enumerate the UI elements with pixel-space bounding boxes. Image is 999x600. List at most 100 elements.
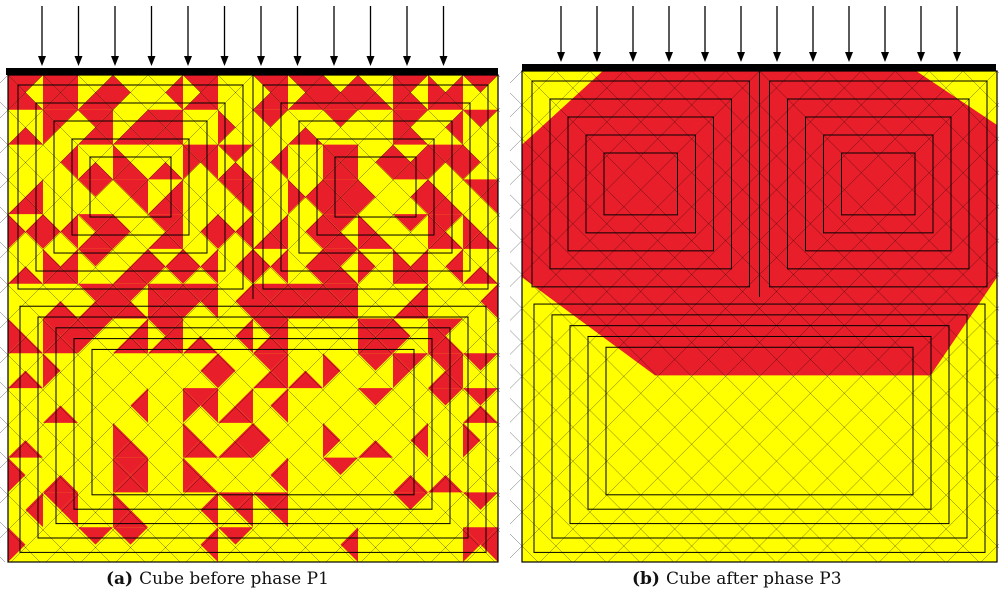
material-element <box>78 318 96 354</box>
material-element <box>148 318 183 336</box>
material-element <box>253 283 271 319</box>
material-element <box>270 492 288 528</box>
material-element <box>43 109 61 145</box>
material-element <box>410 179 428 215</box>
material-element <box>165 318 183 354</box>
material-element <box>113 127 148 145</box>
material-element <box>183 388 201 423</box>
material-element <box>60 248 78 284</box>
material-element <box>340 179 358 215</box>
mesh-line <box>77 74 566 563</box>
material-element <box>393 353 411 389</box>
mesh-line <box>0 276 286 563</box>
arrow-head <box>953 52 961 62</box>
material-element <box>8 214 26 249</box>
material-element <box>288 370 323 389</box>
material-element <box>375 318 393 354</box>
material-element <box>95 283 113 319</box>
material-element <box>288 127 323 145</box>
material-element <box>323 457 358 476</box>
material-element <box>323 214 358 232</box>
material-element <box>323 196 358 215</box>
mesh-frame <box>334 156 417 218</box>
material-element <box>323 422 341 458</box>
material-element <box>148 196 183 215</box>
material-element <box>323 231 358 249</box>
material-element <box>253 231 288 249</box>
material-element <box>463 144 481 180</box>
material-element <box>393 127 428 145</box>
material-element <box>130 457 148 493</box>
arrow-head <box>665 52 673 62</box>
material-element <box>393 353 428 371</box>
mesh-line <box>453 70 946 563</box>
material-element <box>200 283 218 319</box>
material-element <box>95 75 113 110</box>
panel-after-p3 <box>0 0 999 565</box>
mesh-line <box>0 241 321 563</box>
material-element <box>8 196 43 215</box>
mesh-frame <box>567 116 714 252</box>
material-element <box>393 248 411 284</box>
material-element <box>25 492 43 528</box>
material-element <box>253 318 288 336</box>
material-element <box>8 127 43 145</box>
mesh-frame <box>71 138 190 236</box>
material-element <box>183 475 218 493</box>
material-element <box>200 527 218 562</box>
material-element <box>253 422 271 458</box>
mesh-line <box>641 204 999 563</box>
material-element <box>113 457 148 476</box>
material-element <box>148 283 183 302</box>
material-element <box>463 179 498 197</box>
material-element <box>148 248 166 284</box>
material-element <box>113 283 148 302</box>
material-element <box>323 75 341 110</box>
caption-a: (a)Cube before phase P1 <box>106 569 329 589</box>
mesh-line <box>811 374 999 563</box>
material-element <box>235 388 253 423</box>
load-plate <box>522 64 996 71</box>
material-element <box>43 92 78 110</box>
load-plate <box>6 68 498 75</box>
material-element <box>95 214 113 249</box>
caption-tag: (b) <box>632 569 660 589</box>
material-element <box>270 144 288 180</box>
mesh-line <box>879 441 999 563</box>
material-element <box>288 179 306 215</box>
mesh-frame <box>585 134 696 234</box>
mesh-line <box>0 74 429 504</box>
caption-b: (b)Cube after phase P3 <box>632 569 842 589</box>
material-element <box>428 144 463 162</box>
material-element <box>358 75 376 110</box>
material-element <box>113 179 148 197</box>
arrow-head <box>293 56 302 66</box>
mesh-frame <box>91 348 415 496</box>
material-element <box>428 179 446 215</box>
mesh-frame <box>603 152 678 216</box>
material-element <box>113 509 148 528</box>
mesh-line <box>0 74 184 259</box>
mesh-line <box>573 136 999 563</box>
material-element <box>165 179 183 215</box>
material-element <box>43 75 78 93</box>
mesh-line <box>80 74 569 563</box>
material-element <box>183 388 218 406</box>
mesh-line <box>0 74 114 189</box>
arrow-head <box>366 56 375 66</box>
material-element <box>445 248 463 284</box>
mesh-line <box>0 416 146 563</box>
arrow-head <box>809 52 817 62</box>
material-element <box>130 318 148 354</box>
material-element <box>463 422 481 458</box>
material-element <box>8 457 26 493</box>
mesh-line <box>0 206 356 563</box>
mesh-frame <box>298 120 453 254</box>
material-element <box>428 214 463 232</box>
material-element <box>165 75 183 110</box>
material-element <box>323 283 358 302</box>
material-element <box>113 440 148 458</box>
mesh-line <box>0 136 426 563</box>
material-element <box>393 475 428 493</box>
material-element <box>375 144 393 180</box>
